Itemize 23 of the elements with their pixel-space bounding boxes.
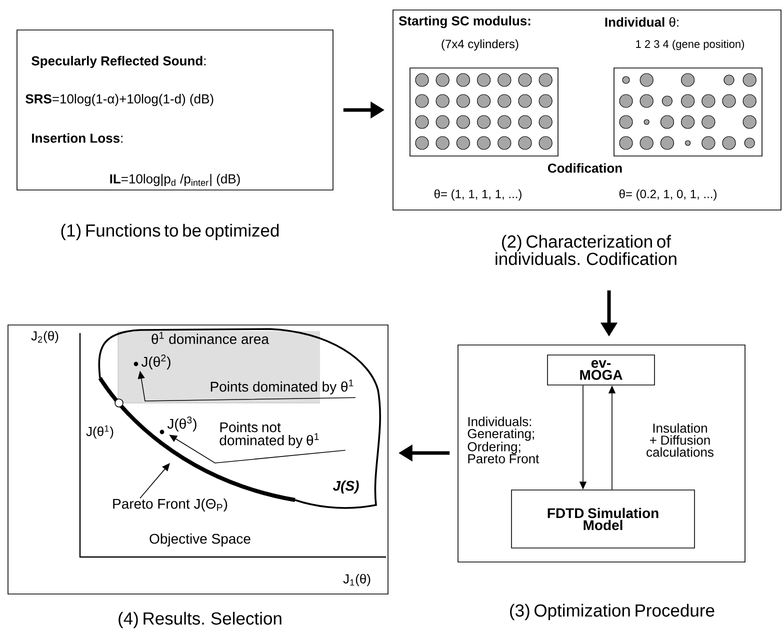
panel-label: (2) Characterization of individuals. Codification [496, 234, 676, 266]
annotation: Points dominated by θ$^{1}$ [210, 380, 354, 394]
process-box: FDTD Simulation Model [511, 490, 695, 548]
node-label: Objective Space [150, 533, 250, 547]
annotation: Pareto Front J(Θ$_{P}$) [113, 498, 228, 512]
node-label: J(θ$^{1}$) [86, 425, 114, 439]
node-label: J(θ$^{2}$) [141, 354, 170, 370]
node-label: J(S) [332, 480, 359, 494]
node-label: J(θ$^{3}$) [167, 416, 196, 432]
panel-label: (3) Optimization Procedure [510, 604, 714, 620]
panel: Specularly Reflected Sound: SRS=10log(1-α)+10log(1-d) (dB) Insertion Loss: IL=10log|p$_{d}$ /p$_{inter}$| (dB) [16, 30, 334, 190]
node-label: θ$^{1}$ dominance area [152, 332, 269, 344]
node-label: J$_{2}$(θ) [31, 330, 58, 344]
panel-label: (1) Functions to be optimized [61, 224, 279, 240]
leader-line [140, 463, 170, 499]
data-point: J(θ$^{3}$) [160, 416, 196, 434]
process-box: ev-MOGA [547, 354, 655, 386]
leader-line [169, 434, 346, 464]
data-point: J(θ$^{2}$) [134, 354, 170, 370]
annotation: Points not dominated by θ$^{1}$ [220, 422, 319, 448]
node-label: J$_{1}$(θ) [343, 574, 370, 586]
panel: Starting SC modulus: (7x4 cylinders) Individual θ: 1 2 3 4 (gene position) Codification θ= (1, 1, 1, 1, ...) θ= (0.2, 1, 0, 1, ...) [392, 10, 782, 210]
panel-label: (4) Results. Selection [118, 612, 282, 628]
